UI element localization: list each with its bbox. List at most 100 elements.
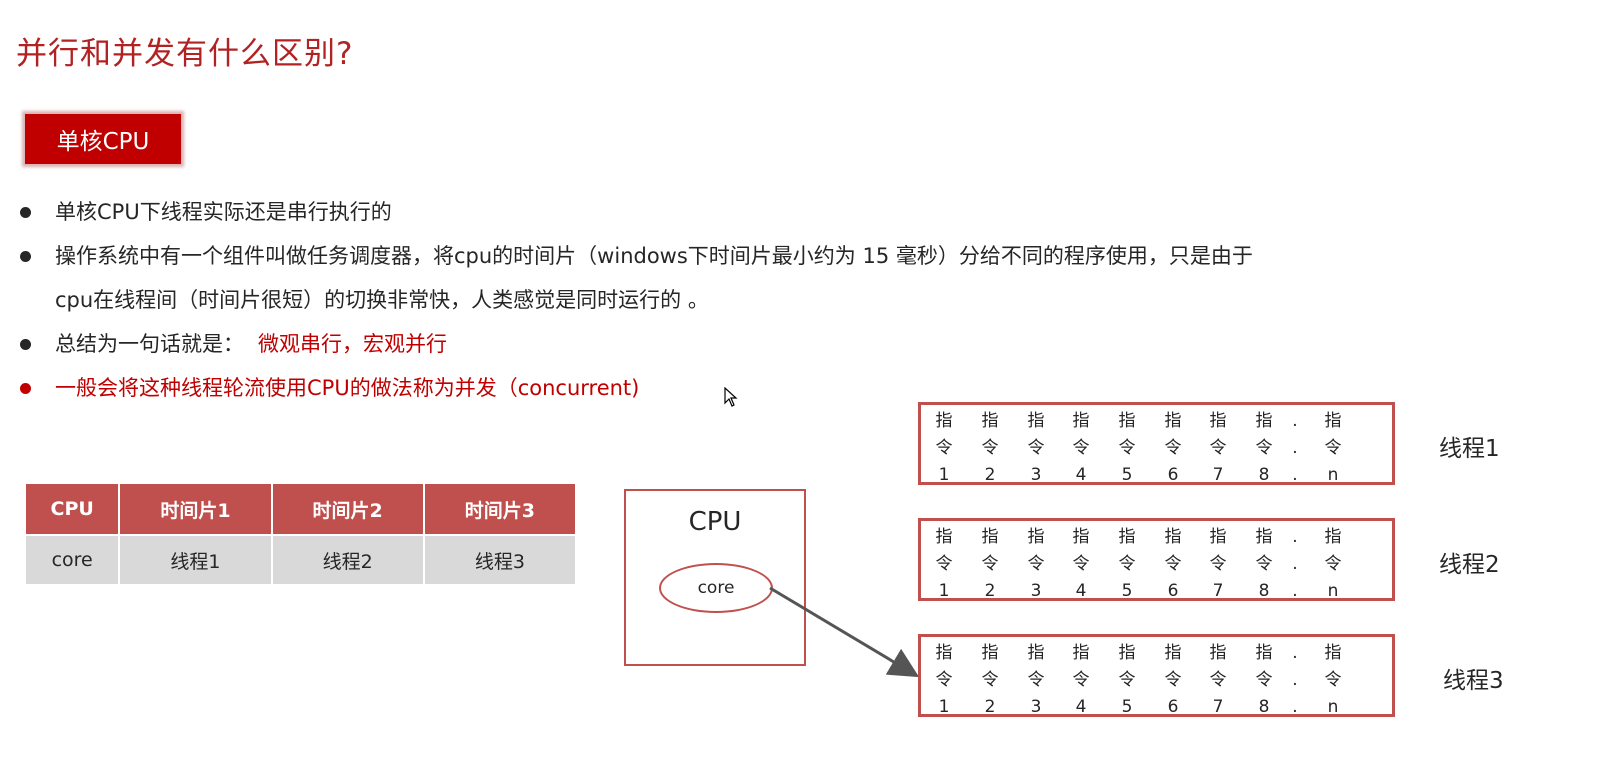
instruction-number: n — [1327, 465, 1339, 485]
instruction-char: . — [1292, 554, 1298, 574]
bullet-dot-icon — [20, 251, 31, 262]
instruction-number: 7 — [1212, 697, 1224, 717]
instruction-char: 指 — [1164, 643, 1182, 663]
table-header-row: CPU 时间片1 时间片2 时间片3 — [26, 484, 578, 536]
instruction-number: 8 — [1258, 581, 1270, 601]
bullet-text: 一般会将这种线程轮流使用CPU的做法称为并发（concurrent) — [55, 376, 640, 400]
instruction-number: 3 — [1030, 697, 1042, 717]
bullet-text: 总结为一句话就是： — [55, 332, 244, 356]
instruction-char: 令 — [1209, 438, 1227, 458]
instruction-char: 令 — [1324, 554, 1342, 574]
table-header-cell: CPU — [26, 484, 121, 536]
instruction-char: 令 — [981, 670, 999, 690]
instruction-column: 指令 3 — [1021, 524, 1051, 605]
bullet-text: 单核CPU下线程实际还是串行执行的 — [55, 200, 392, 224]
single-core-cpu-tag: 单核CPU — [25, 114, 181, 164]
instruction-char: 令 — [1324, 670, 1342, 690]
instruction-char: 令 — [1209, 554, 1227, 574]
instruction-char: 令 — [1255, 670, 1273, 690]
instruction-char: 令 — [935, 670, 953, 690]
cpu-label: CPU — [688, 507, 742, 537]
instruction-column: ... — [1280, 640, 1310, 721]
bullet-item: 总结为一句话就是：微观串行，宏观并行 — [14, 322, 1554, 366]
instruction-char: 令 — [981, 554, 999, 574]
bullet-text: 操作系统中有一个组件叫做任务调度器，将cpu的时间片（windows下时间片最小… — [55, 244, 1253, 268]
instruction-number: 6 — [1167, 697, 1179, 717]
instruction-number: 3 — [1030, 465, 1042, 485]
instruction-number: 4 — [1075, 697, 1087, 717]
mouse-cursor-icon — [724, 387, 738, 407]
instruction-char: 指 — [1255, 643, 1273, 663]
instruction-char: 指 — [1255, 411, 1273, 431]
thread-label: 线程3 — [1443, 668, 1504, 694]
instruction-number: 4 — [1075, 465, 1087, 485]
instruction-number: . — [1292, 465, 1298, 485]
instruction-char: . — [1292, 438, 1298, 458]
instruction-char: 指 — [1027, 527, 1045, 547]
instruction-char: 令 — [1072, 554, 1090, 574]
bullet-item: 一般会将这种线程轮流使用CPU的做法称为并发（concurrent) — [14, 366, 1554, 410]
instruction-char: 令 — [981, 438, 999, 458]
instruction-number: 6 — [1167, 465, 1179, 485]
table-cell: 线程3 — [423, 535, 578, 584]
instruction-number: 8 — [1258, 697, 1270, 717]
instruction-number: 7 — [1212, 581, 1224, 601]
table-header-cell: 时间片3 — [423, 484, 578, 536]
bullet-dot-icon — [20, 339, 31, 350]
instruction-char: 令 — [1255, 554, 1273, 574]
instruction-char: 令 — [935, 438, 953, 458]
bullet-dot-icon — [20, 383, 31, 394]
instruction-char: . — [1292, 411, 1298, 431]
instruction-char: 令 — [1118, 554, 1136, 574]
instruction-char: 令 — [1324, 438, 1342, 458]
instruction-char: 指 — [1118, 643, 1136, 663]
instruction-char: 指 — [1209, 643, 1227, 663]
instruction-number: 2 — [984, 465, 996, 485]
instruction-number: . — [1292, 581, 1298, 601]
instruction-number: . — [1292, 697, 1298, 717]
instruction-char: 令 — [1072, 438, 1090, 458]
instruction-number: 3 — [1030, 581, 1042, 601]
bullet-text: cpu在线程间（时间片很短）的切换非常快，人类感觉是同时运行的 。 — [55, 288, 709, 312]
instruction-char: 令 — [1118, 438, 1136, 458]
instruction-char: 指 — [1164, 527, 1182, 547]
instruction-char: 指 — [1118, 411, 1136, 431]
table-header-cell: 时间片1 — [119, 484, 273, 536]
instruction-char: 指 — [981, 527, 999, 547]
bullet-item: 操作系统中有一个组件叫做任务调度器，将cpu的时间片（windows下时间片最小… — [14, 234, 1554, 322]
instruction-char: 令 — [1072, 670, 1090, 690]
core-label: core — [697, 578, 735, 598]
table-cell: core — [26, 535, 121, 584]
instruction-char: 令 — [1027, 670, 1045, 690]
instruction-char: 令 — [1027, 554, 1045, 574]
instruction-column: ... — [1280, 524, 1310, 605]
instruction-number: n — [1327, 697, 1339, 717]
instruction-number: 1 — [938, 581, 950, 601]
instruction-number: n — [1327, 581, 1339, 601]
instruction-char: 指 — [1324, 643, 1342, 663]
instruction-column: 指令 4 — [1066, 408, 1096, 489]
table-cell: 线程1 — [119, 535, 273, 584]
instruction-char: 令 — [1164, 670, 1182, 690]
thread-label: 线程2 — [1439, 552, 1500, 578]
instruction-char: 指 — [1209, 411, 1227, 431]
instruction-char: 指 — [1324, 411, 1342, 431]
instruction-char: 指 — [1072, 411, 1090, 431]
